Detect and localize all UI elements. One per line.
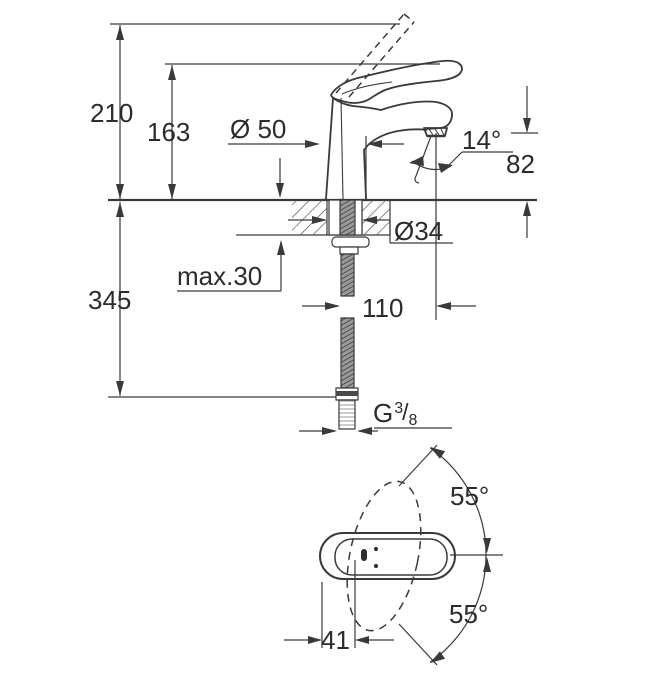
threaded-shank [339,199,356,236]
arrow-163-top [168,65,176,80]
arrow-g38-left [322,427,337,435]
faucet-body [325,59,463,200]
dim-lever-offset: 41 [321,625,350,655]
supply-hose-upper [340,253,355,297]
spout-top-edge [332,97,453,130]
arrow-max30-bottom [277,240,285,255]
thread-slash: / [402,399,409,425]
thread-letter: G [373,398,394,428]
body-right-spout-underside [363,128,428,200]
lever-raised-dashed [335,13,415,98]
arrow-d50-right [367,140,382,148]
handle-swing-envelope-dashed [346,480,422,632]
arrow-82-bottom [523,201,531,216]
arrow-arc-upper-end [430,447,446,459]
arrow-g38-right [357,427,372,435]
connector-band [336,391,358,396]
arrow-210-bottom [116,184,124,199]
arrow-163-bottom [168,184,176,199]
radial-line-upper [398,444,438,487]
handle-outline-inner [334,538,448,576]
supply-hose-lower [340,317,355,389]
dim-lever-height: 163 [147,117,191,147]
dim-stream-angle: 14° [462,125,502,155]
arrow-d34-right [362,216,377,224]
dim-supply-length: 345 [88,285,132,315]
mounting-flange [331,236,370,248]
body-left-edge [325,97,334,200]
flange-neck [339,246,359,255]
arrow-82-top [523,118,531,133]
dim-overall-height: 210 [90,98,134,128]
arrow-345-top [116,202,124,217]
arrow-arc-upper-center [483,538,491,553]
label-14-leader [447,151,463,167]
arrow-arc-lower-center [483,557,491,572]
lever-handle [330,59,463,104]
dim-swing-upper: 55° [450,481,490,511]
dim-swing-lower: 55° [449,599,489,629]
dim-spout-reach: 110 [362,293,404,323]
handle-marker [361,549,367,561]
arrow-110-right [436,302,451,310]
radial-line-lower [398,623,438,666]
arrow-d34-left [312,216,327,224]
dim-thread-size: G3/8 [373,398,418,429]
lever-detail-line [341,81,393,95]
aerator-hatch-3 [440,128,445,136]
arrow-210-top [116,25,124,40]
aerator-hatch-2 [434,128,440,136]
handle-dot-bottom [373,563,379,569]
counter-hatch-left [292,200,327,235]
top-view-drawing [284,444,503,666]
arrow-41-left [308,636,322,644]
arc-arrow-left [409,156,424,166]
dim-hole-diameter: Ø34 [394,216,444,246]
arrow-arc-lower-end [430,651,446,663]
thread-denominator: 8 [408,412,418,429]
arrow-41-right [355,636,369,644]
dim-max-deck-thickness: max.30 [177,261,263,291]
water-stream-curl [414,175,420,184]
arrow-110-left [325,302,340,310]
handle-dot-top [373,546,379,552]
front-view-drawing [108,13,538,435]
handle-outline-outer [319,532,456,580]
body-inner-line [340,97,344,200]
dim-base-diameter: Ø 50 [230,114,287,144]
thread-numerator: 3 [394,400,404,417]
water-stream [415,135,432,177]
arrow-345-bottom [116,381,124,396]
aerator-hatch-1 [428,128,434,136]
thread-tip-g38 [338,399,356,430]
arrow-d50-left [305,140,320,148]
dim-spout-height: 82 [506,149,535,179]
arrow-max30-top [276,183,284,198]
arc-arrow-right [438,163,453,173]
